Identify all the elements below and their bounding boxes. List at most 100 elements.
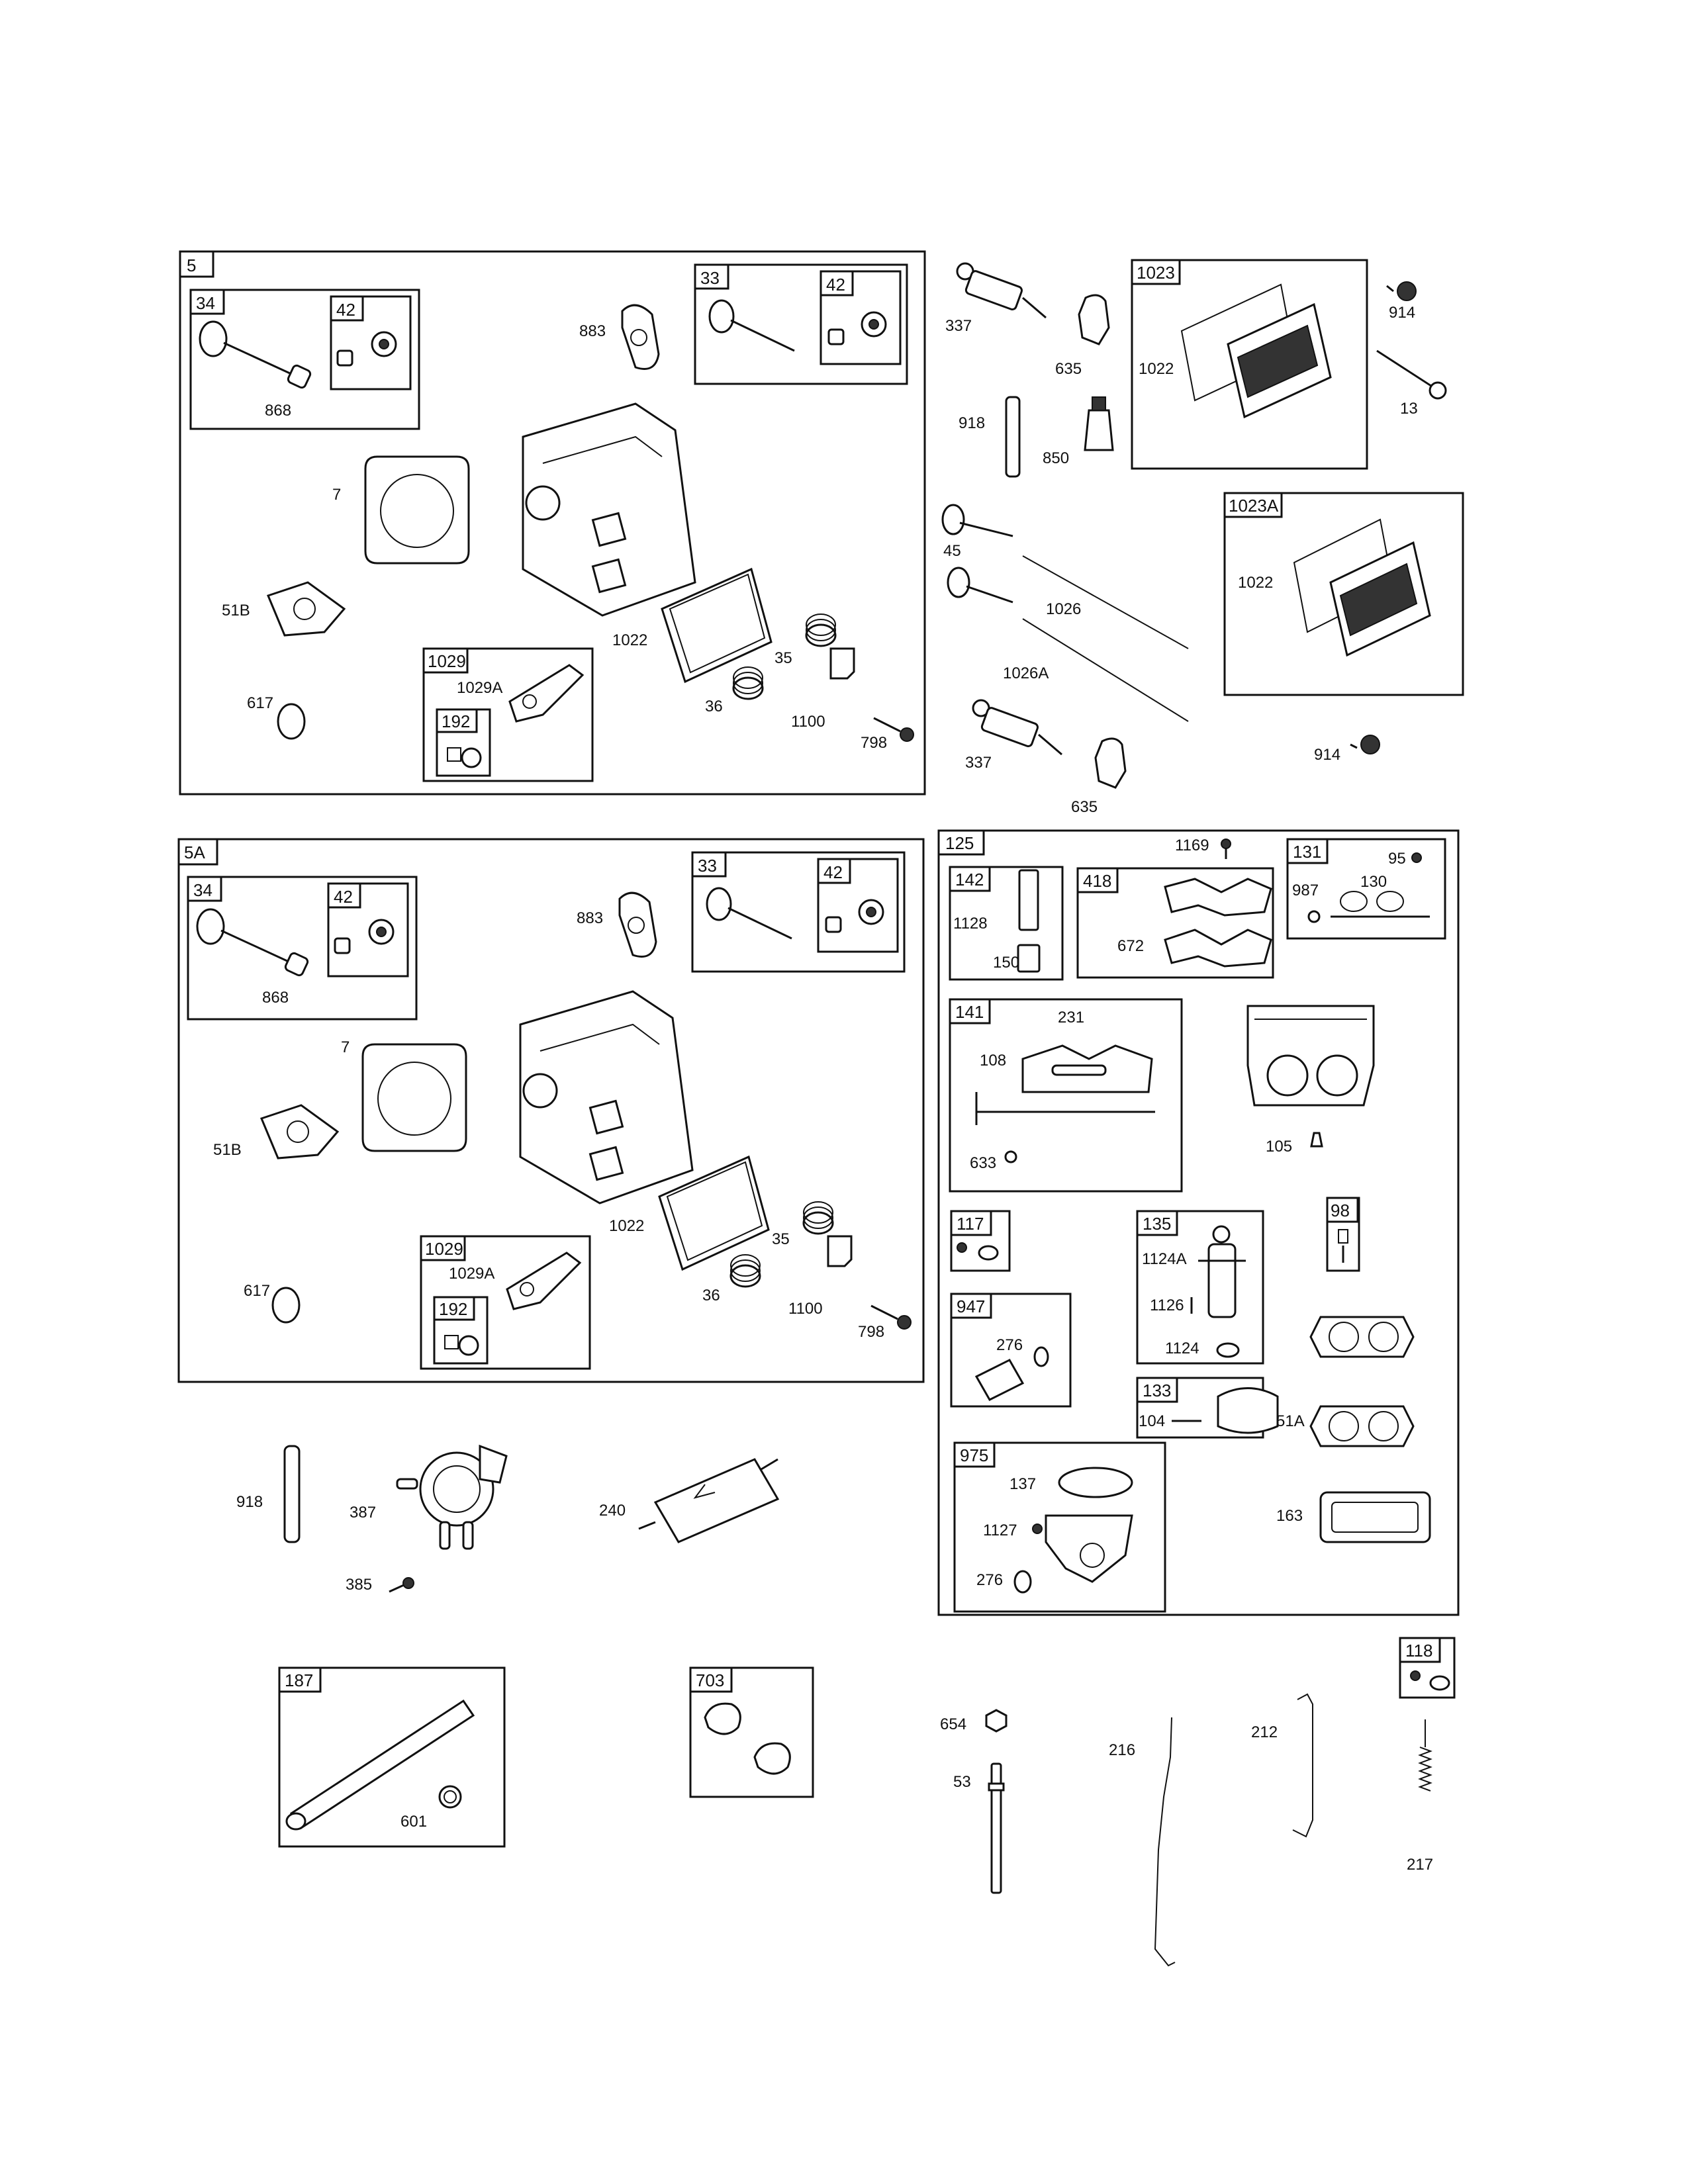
sealant-tube-icon bbox=[1084, 396, 1114, 451]
rocker-cover-gasket-icon bbox=[658, 1155, 770, 1271]
label-1100: 1100 bbox=[791, 713, 825, 731]
fuel-parts: 918 387 385 240 bbox=[236, 1444, 780, 1594]
rocker-cover-icon bbox=[1180, 283, 1332, 419]
tag-5-42b: 42 bbox=[826, 275, 845, 295]
push-rod-icon bbox=[947, 567, 1189, 722]
tag-1023: 1023 bbox=[1137, 263, 1175, 283]
tag-418: 418 bbox=[1083, 871, 1111, 891]
tag-5a-34: 34 bbox=[193, 880, 212, 900]
label-216: 216 bbox=[1109, 1741, 1135, 1759]
push-rod-icon bbox=[941, 504, 1189, 649]
label-36: 36 bbox=[705, 698, 723, 715]
o-ring-icon bbox=[271, 1287, 301, 1324]
spark-plug-boot-icon bbox=[1078, 294, 1110, 345]
frame-5-42a bbox=[330, 295, 412, 390]
label-337: 337 bbox=[965, 754, 992, 772]
tag-5a-42b: 42 bbox=[823, 862, 843, 882]
cylinder-head-icon bbox=[519, 990, 694, 1205]
frame-5a bbox=[177, 838, 925, 1383]
screw-icon bbox=[1004, 1150, 1017, 1163]
frame-418 bbox=[1076, 867, 1274, 979]
valve-spring-icon bbox=[802, 1201, 834, 1235]
long-bolt-icon bbox=[1376, 349, 1447, 400]
frame-5-34 bbox=[189, 289, 420, 430]
fuel-pump-icon bbox=[396, 1444, 508, 1550]
carb-gasket-icon bbox=[1309, 1405, 1415, 1447]
label-13: 13 bbox=[1400, 400, 1418, 418]
tag-5-192: 192 bbox=[442, 711, 470, 731]
screw-icon bbox=[1411, 852, 1422, 863]
throttle-link-icon bbox=[1292, 1693, 1313, 1838]
tag-187: 187 bbox=[285, 1670, 313, 1690]
label-1124a: 1124A bbox=[1142, 1250, 1187, 1268]
carburetor-body-icon bbox=[1246, 1005, 1375, 1107]
carb-gasket-icon bbox=[1309, 1316, 1415, 1358]
label-137: 137 bbox=[1009, 1475, 1036, 1493]
valve-spring-icon bbox=[729, 1254, 761, 1288]
label-337: 337 bbox=[945, 317, 972, 335]
o-ring-icon bbox=[1013, 1570, 1032, 1594]
label-635: 635 bbox=[1055, 360, 1082, 378]
air-cleaner-gasket-icon bbox=[1319, 1491, 1431, 1543]
hose-clamp-icon bbox=[438, 1785, 462, 1809]
tag-142: 142 bbox=[955, 870, 984, 889]
spark-plug-boot-icon bbox=[1094, 737, 1127, 789]
tag-5a: 5A bbox=[184, 842, 205, 862]
frame-5-1029 bbox=[422, 647, 594, 782]
tag-5-34: 34 bbox=[196, 293, 215, 313]
fuel-solenoid-icon bbox=[974, 1346, 1049, 1401]
choke-shaft-icon bbox=[1307, 891, 1430, 923]
label-850: 850 bbox=[1043, 449, 1069, 467]
tag-5-33: 33 bbox=[700, 268, 720, 288]
label-95: 95 bbox=[1388, 850, 1406, 868]
screw-icon bbox=[873, 717, 914, 742]
tag-5a-33: 33 bbox=[698, 856, 717, 876]
frame-1023 bbox=[1131, 259, 1368, 470]
label-1029a: 1029A bbox=[449, 1265, 494, 1283]
frame-187 bbox=[278, 1666, 506, 1848]
label-1022: 1022 bbox=[1139, 360, 1174, 378]
valve-seal-icon bbox=[861, 311, 887, 338]
spark-plug-icon bbox=[956, 262, 1047, 319]
label-51a: 51A bbox=[1276, 1412, 1305, 1430]
frame-703 bbox=[689, 1666, 814, 1798]
label-883: 883 bbox=[577, 909, 603, 927]
head-gasket-icon bbox=[361, 1043, 467, 1152]
label-1128: 1128 bbox=[953, 915, 988, 933]
frame-5-42b bbox=[820, 270, 902, 365]
frame-5a-34 bbox=[187, 876, 418, 1021]
o-ring-icon bbox=[277, 703, 306, 740]
exhaust-gasket-icon bbox=[621, 304, 660, 370]
nut-icon bbox=[444, 1335, 479, 1356]
label-51b: 51B bbox=[222, 602, 250, 619]
valve-icon bbox=[196, 908, 309, 977]
tag-125: 125 bbox=[945, 833, 974, 853]
governor-spring-icon bbox=[1418, 1719, 1432, 1792]
tag-131: 131 bbox=[1293, 842, 1321, 862]
label-1029a: 1029A bbox=[457, 679, 502, 697]
tag-133: 133 bbox=[1143, 1381, 1171, 1400]
frame-5 bbox=[179, 250, 926, 796]
label-798: 798 bbox=[861, 734, 887, 752]
label-240: 240 bbox=[599, 1502, 626, 1520]
label-51b: 51B bbox=[213, 1141, 242, 1159]
label-150: 150 bbox=[993, 954, 1019, 972]
o-ring-icon bbox=[1216, 1342, 1240, 1358]
label-1169: 1169 bbox=[1175, 837, 1209, 854]
label-918: 918 bbox=[236, 1493, 263, 1511]
screw-icon bbox=[870, 1304, 912, 1330]
label-212: 212 bbox=[1251, 1723, 1278, 1741]
frame-5a-1029 bbox=[420, 1235, 591, 1370]
frame-5a-33 bbox=[691, 851, 906, 973]
label-1127: 1127 bbox=[983, 1522, 1017, 1539]
label-918: 918 bbox=[959, 414, 985, 432]
frame-125 bbox=[937, 829, 1460, 1616]
tag-117: 117 bbox=[957, 1214, 984, 1234]
label-868: 868 bbox=[265, 402, 291, 420]
label-35: 35 bbox=[774, 649, 792, 667]
label-130: 130 bbox=[1360, 873, 1387, 891]
label-1124: 1124 bbox=[1165, 1340, 1199, 1357]
valve-spring-icon bbox=[732, 666, 764, 700]
label-36: 36 bbox=[702, 1287, 720, 1304]
label-35: 35 bbox=[772, 1230, 790, 1248]
